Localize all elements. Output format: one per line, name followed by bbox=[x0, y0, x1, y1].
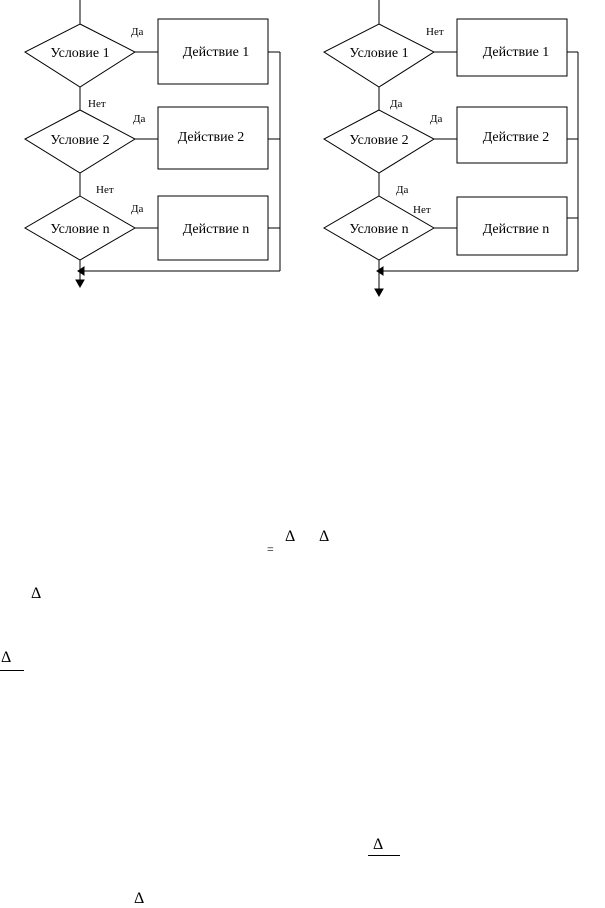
left-condition-n-shape bbox=[24, 195, 136, 261]
right-condition-n-shape bbox=[323, 195, 435, 261]
right-no-n: Нет bbox=[413, 204, 431, 216]
right-action-n-shape bbox=[456, 196, 568, 256]
right-action-2-shape bbox=[456, 106, 568, 164]
left-condition-1-shape bbox=[23, 23, 137, 88]
right-no-1: Нет bbox=[426, 26, 444, 38]
left-yes-n: Да bbox=[131, 203, 144, 215]
delta-symbol-4: Δ bbox=[1, 649, 12, 666]
right-action-1-shape bbox=[456, 18, 568, 77]
right-condition-2-shape bbox=[322, 109, 436, 174]
left-no-1: Нет bbox=[88, 98, 106, 110]
right-action-2-label: Действие 2 bbox=[483, 130, 550, 145]
right-condition-1-shape bbox=[322, 23, 436, 88]
flowchart-figure: Условие 1 Условие 2 Условие n Действие 1… bbox=[23, 0, 579, 298]
left-action-2-label: Действие 2 bbox=[178, 130, 245, 145]
fraction-bar-2 bbox=[368, 855, 400, 856]
right-yes-3: Да bbox=[396, 184, 409, 196]
left-condition-2-label: Условие 2 bbox=[50, 133, 109, 148]
left-condition-2-shape bbox=[23, 109, 137, 174]
delta-symbol-6: Δ bbox=[134, 890, 145, 907]
left-flowchart bbox=[23, 0, 281, 289]
right-yes-2: Да bbox=[430, 113, 443, 125]
left-condition-n-label: Условие n bbox=[50, 222, 109, 237]
left-yes-2: Да bbox=[133, 113, 146, 125]
right-flowchart bbox=[322, 0, 579, 298]
left-yes-1: Да bbox=[131, 26, 144, 38]
right-condition-1-label: Условие 1 bbox=[349, 46, 408, 61]
right-action-1-label: Действие 1 bbox=[483, 45, 550, 60]
equals-sign: = bbox=[267, 542, 274, 556]
left-action-2-shape bbox=[157, 106, 269, 170]
left-no-2: Нет bbox=[96, 184, 114, 196]
delta-symbol-3: Δ bbox=[31, 585, 42, 602]
right-condition-n-label: Условие n bbox=[349, 222, 408, 237]
delta-symbol-1: Δ bbox=[285, 528, 296, 545]
left-action-1-label: Действие 1 bbox=[183, 45, 250, 60]
fraction-bar-1 bbox=[0, 670, 24, 671]
right-condition-2-label: Условие 2 bbox=[349, 133, 408, 148]
left-condition-1-label: Условие 1 bbox=[50, 46, 109, 61]
right-action-n-label: Действие n bbox=[483, 222, 550, 237]
delta-symbol-5: Δ bbox=[373, 836, 384, 853]
right-yes-1: Да bbox=[390, 98, 403, 110]
left-action-n-label: Действие n bbox=[183, 222, 250, 237]
delta-symbol-2: Δ bbox=[319, 528, 330, 545]
